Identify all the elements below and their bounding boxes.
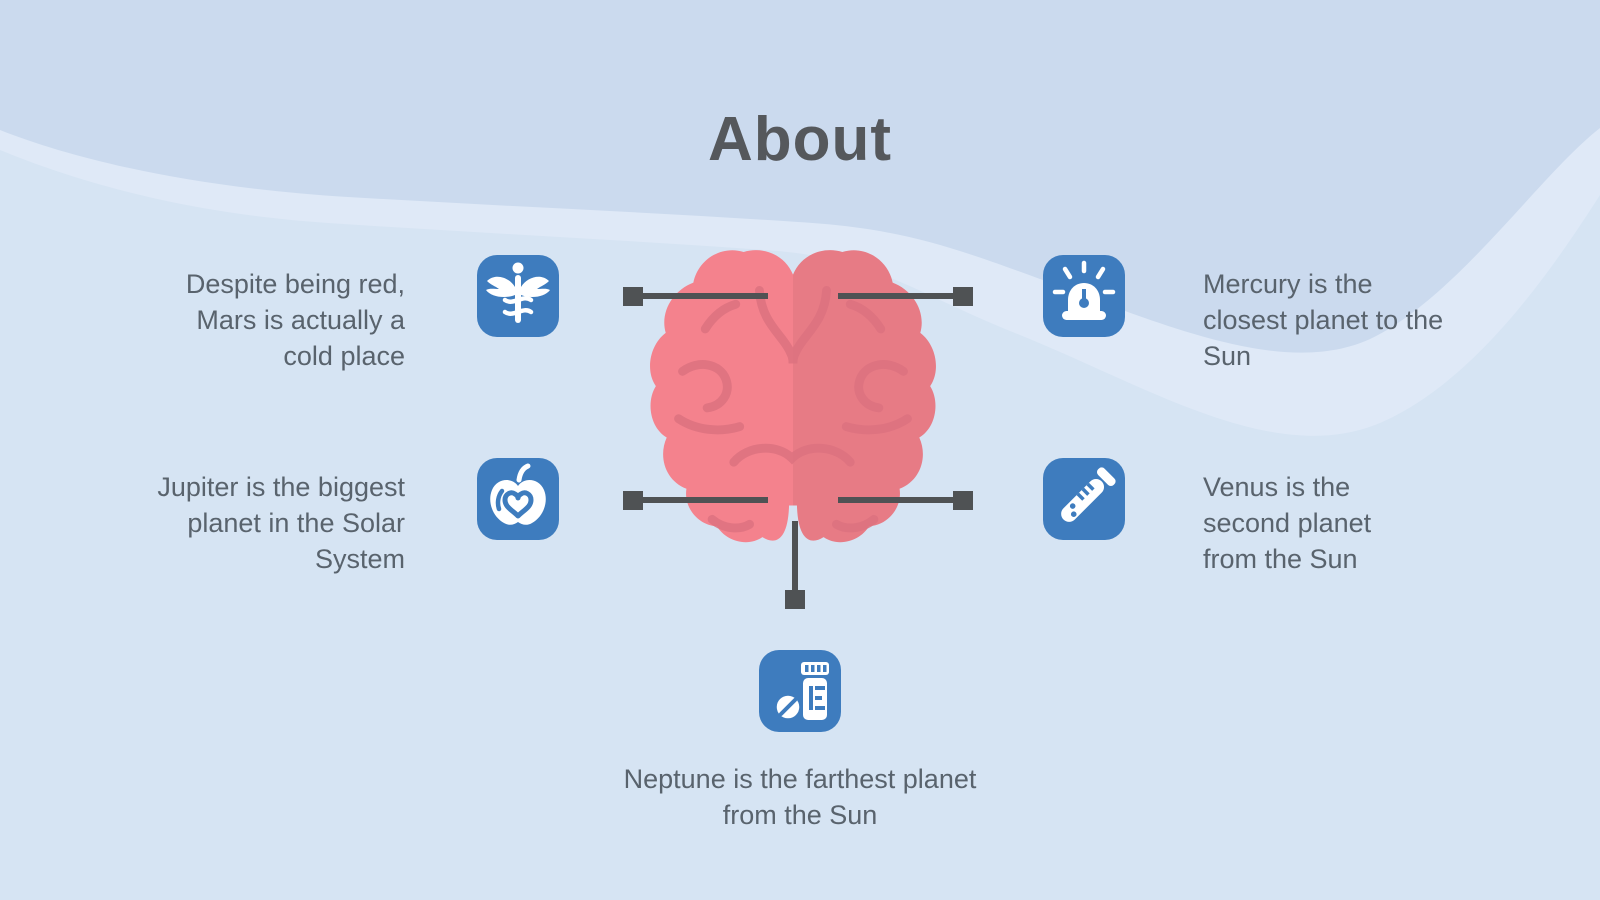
connector-endpoint-middle-left — [623, 491, 643, 510]
caduceus-icon — [477, 255, 559, 337]
fact-text-mercury: Mercury is the closest planet to the Sun — [1203, 269, 1444, 371]
brain-folds — [674, 286, 912, 533]
fact-text-neptune: Neptune is the farthest planet from the … — [623, 764, 977, 830]
siren-icon — [1043, 255, 1125, 337]
apple-heart-icon — [477, 458, 559, 540]
brain-illustration — [650, 250, 936, 543]
fact-text-jupiter: Jupiter is the biggest planet in the Sol… — [157, 472, 405, 574]
connector-endpoint-top-right — [953, 287, 973, 306]
background-top-band — [0, 0, 1600, 353]
connector-line-top-right — [838, 293, 953, 299]
test-tube-icon — [1043, 458, 1125, 540]
connector-endpoint-bottom — [785, 590, 805, 609]
page-title: About — [707, 105, 893, 174]
fact-text-mars: Despite being red, Mars is actually a co… — [185, 269, 405, 371]
connector-line-bottom — [792, 521, 798, 592]
connector-line-top-left — [643, 293, 768, 299]
pill-bottle-icon — [759, 650, 841, 732]
connector-endpoint-middle-right — [953, 491, 973, 510]
brain-body — [650, 250, 936, 543]
fact-text-venus: Venus is the second planet from the Sun — [1203, 472, 1372, 574]
connector-line-middle-left — [643, 497, 768, 503]
connector-endpoint-top-left — [623, 287, 643, 306]
connector-line-middle-right — [838, 497, 953, 503]
